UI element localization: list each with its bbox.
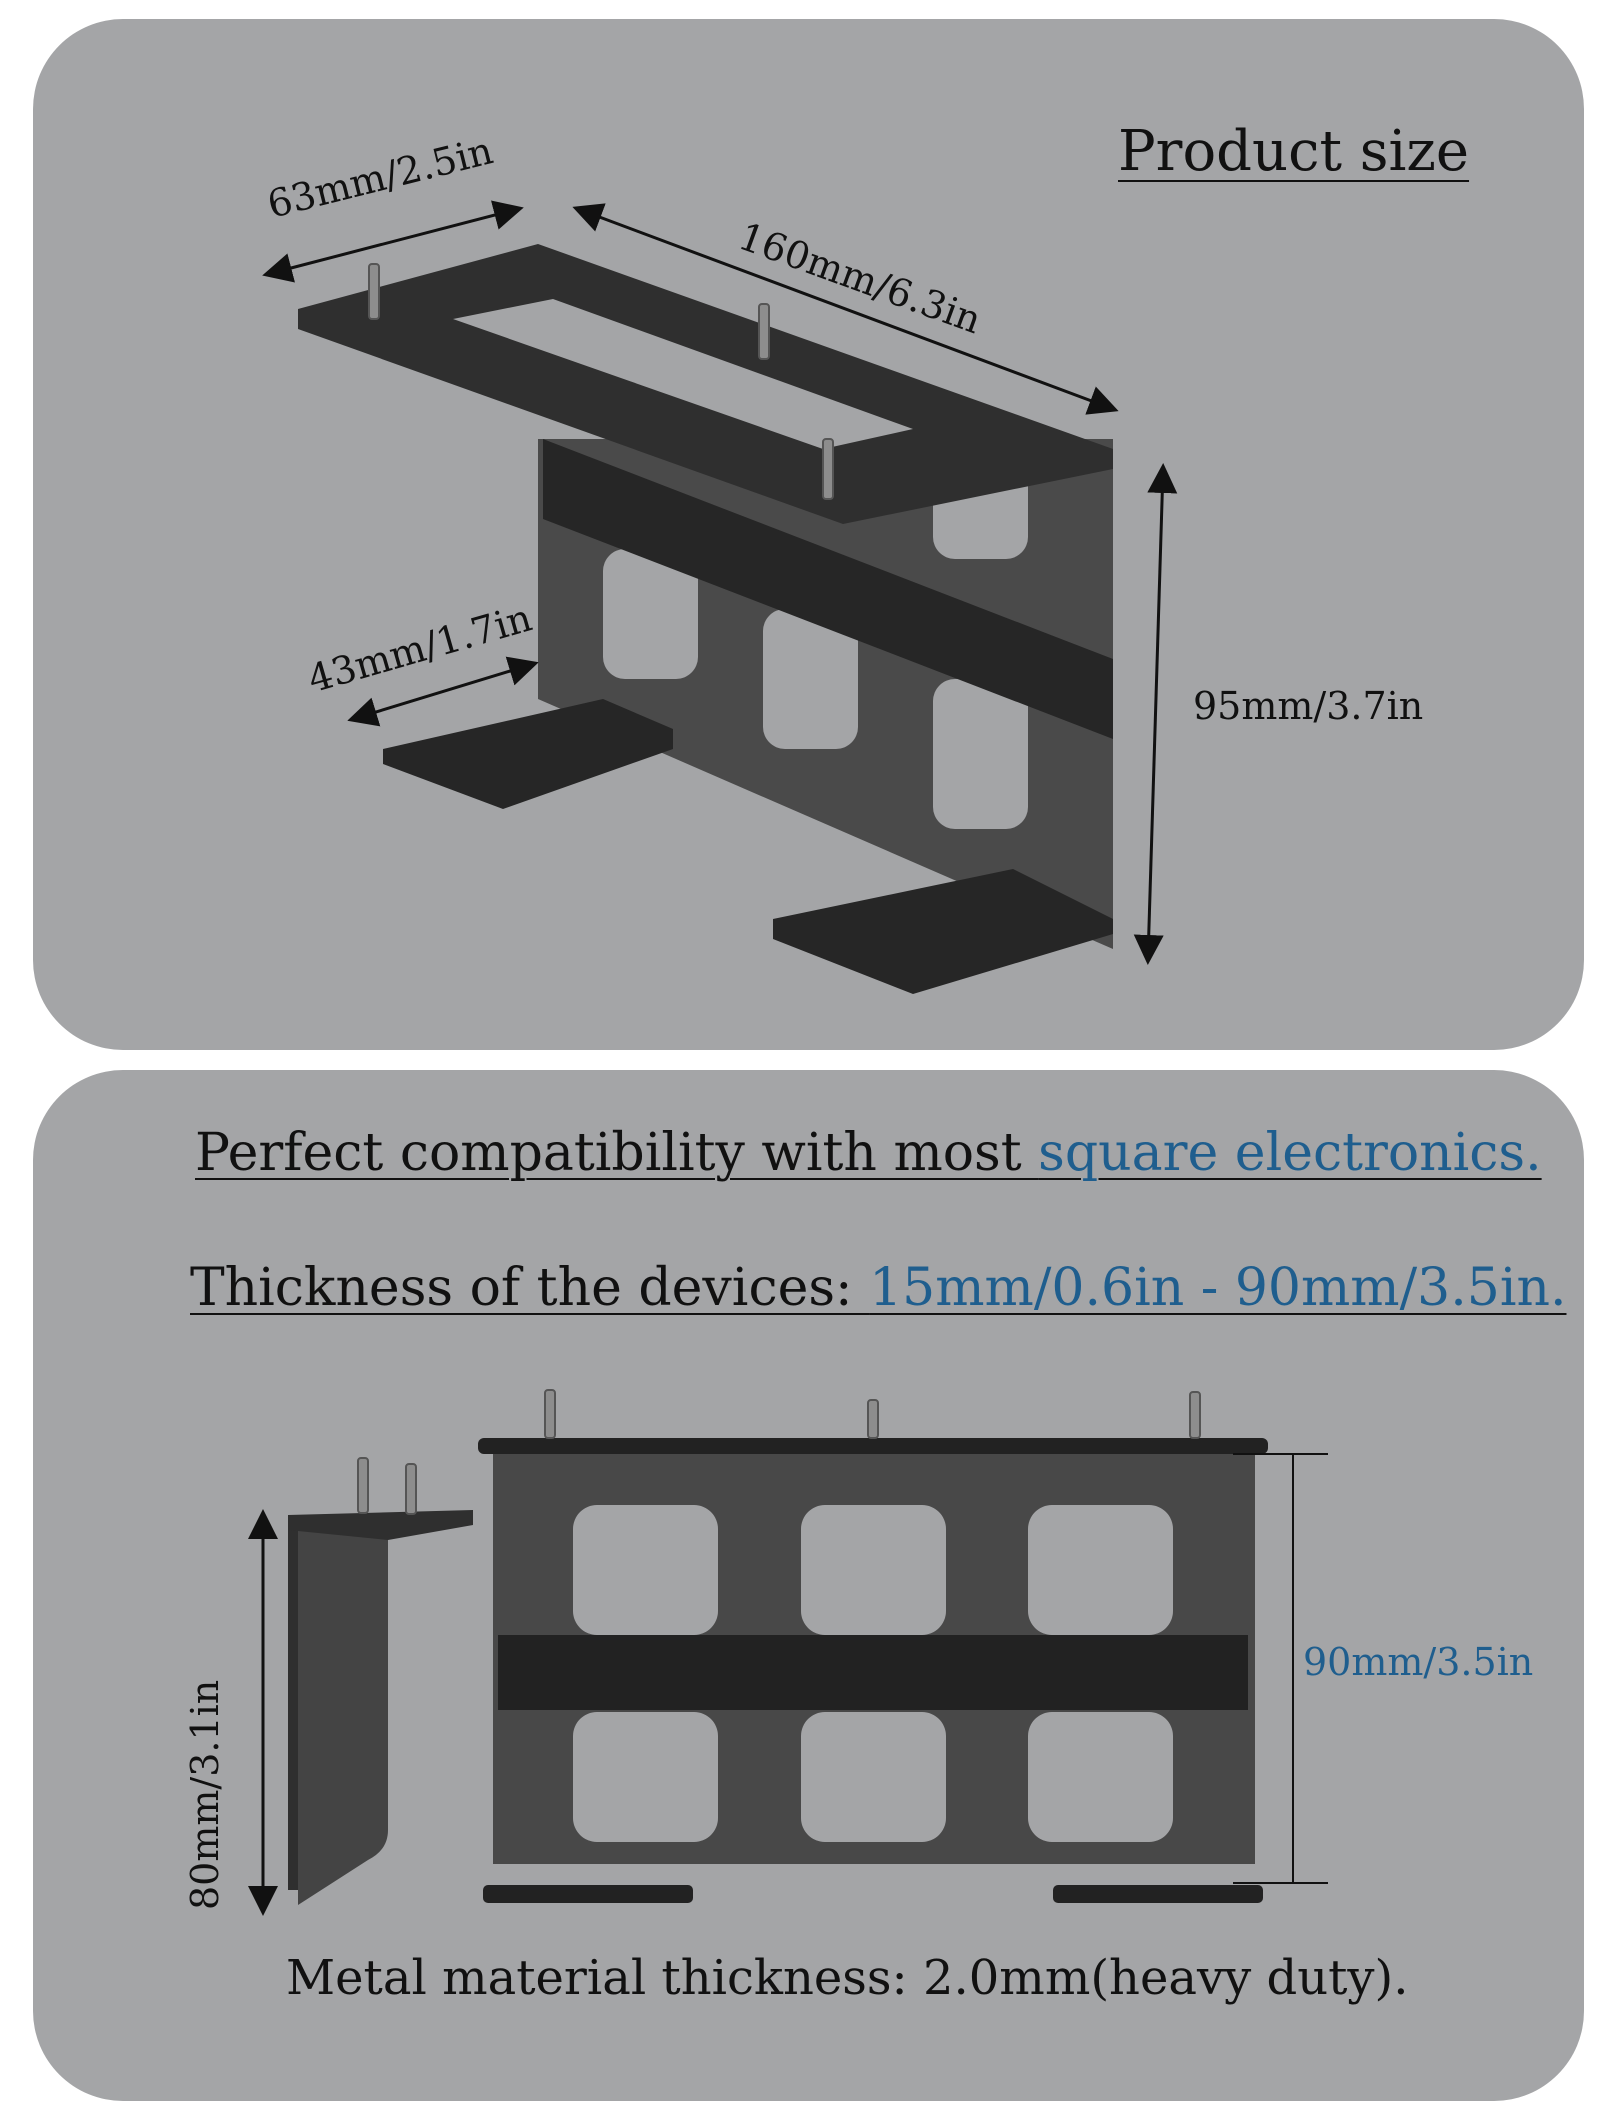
screw-icon	[758, 303, 770, 360]
right-foot	[773, 869, 1113, 994]
holder-3d-illustration	[262, 200, 1178, 994]
cutout	[603, 549, 698, 679]
width-arrow	[262, 200, 524, 283]
screw-icon	[867, 1399, 879, 1439]
material-thickness-footer: Metal material thickness: 2.0mm(heavy du…	[286, 1950, 1409, 2006]
cutout	[801, 1712, 946, 1842]
screw-icon	[368, 263, 380, 320]
product-size-title: Product size	[1118, 119, 1470, 184]
cutout	[763, 609, 858, 749]
side-view-top	[288, 1510, 473, 1540]
compatibility-line: Perfect compatibility with most square e…	[195, 1123, 1542, 1183]
strap	[543, 439, 1113, 739]
screw-icon	[1189, 1391, 1201, 1439]
front-right-foot	[1053, 1885, 1263, 1903]
screw-icon	[544, 1389, 556, 1439]
cutout	[801, 1505, 946, 1635]
length-arrow	[572, 203, 1119, 415]
screw-icon	[822, 438, 834, 500]
dim-height-label: 95mm/3.7in	[1193, 684, 1424, 728]
cutout	[573, 1505, 718, 1635]
side-view-plate	[298, 1515, 388, 1905]
height-arrow	[1133, 463, 1178, 965]
front-left-foot	[483, 1885, 693, 1903]
base-depth-arrow	[347, 656, 539, 727]
compatibility-accent: square electronics.	[1038, 1123, 1542, 1183]
cutout	[933, 679, 1028, 829]
thickness-line: Thickness of the devices: 15mm/0.6in - 9…	[190, 1258, 1566, 1318]
screw-icon	[357, 1457, 369, 1514]
holder-front-side-illustration	[248, 1389, 1328, 1916]
compatibility-text: Perfect compatibility with most	[195, 1123, 1039, 1183]
compatibility-panel: Perfect compatibility with most square e…	[33, 1070, 1584, 2101]
front-strap	[498, 1635, 1248, 1710]
side-height-label: 80mm/3.1in	[183, 1679, 227, 1910]
front-top-plate	[478, 1438, 1268, 1454]
screw-icon	[405, 1463, 417, 1515]
front-height-label: 90mm/3.5in	[1303, 1640, 1534, 1684]
cutout	[1028, 1505, 1173, 1635]
thickness-text: Thickness of the devices:	[190, 1258, 870, 1318]
cutout	[1028, 1712, 1173, 1842]
product-size-panel: Product size 63mm/2.5in 160mm/6.3in 43mm…	[33, 19, 1584, 1050]
cutout	[573, 1712, 718, 1842]
left-foot	[383, 699, 673, 809]
thickness-accent: 15mm/0.6in - 90mm/3.5in.	[869, 1258, 1567, 1318]
side-edge	[288, 1515, 298, 1890]
